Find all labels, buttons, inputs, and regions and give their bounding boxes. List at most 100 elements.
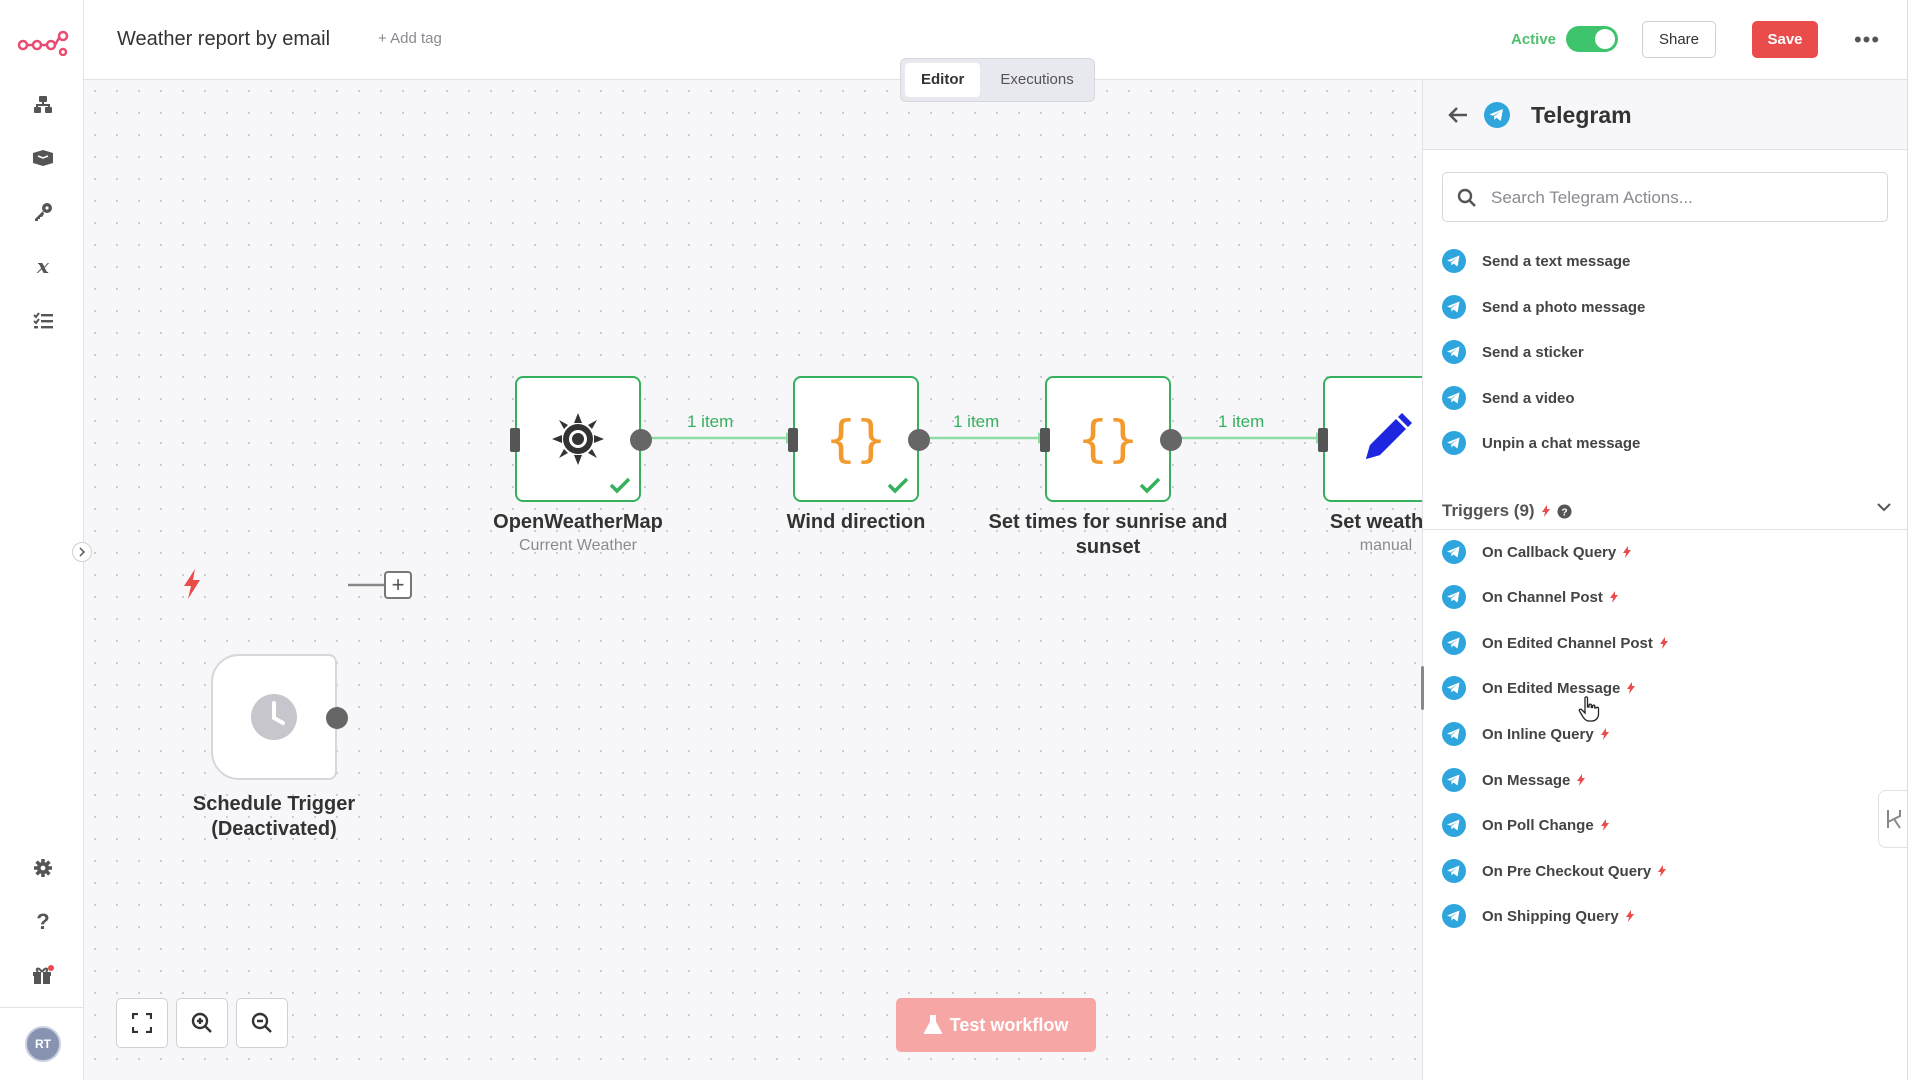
action-item[interactable]: Send a text message: [1442, 244, 1892, 278]
chevron-down-icon[interactable]: [1876, 502, 1892, 512]
edge-item-count: 1 item: [687, 412, 733, 432]
node-input-handle[interactable]: [788, 428, 798, 452]
add-tag-button[interactable]: + Add tag: [378, 30, 442, 47]
trigger-item[interactable]: On Edited Channel Post: [1442, 626, 1892, 660]
zoom-in-button[interactable]: [176, 998, 228, 1048]
node-input-handle[interactable]: [1318, 428, 1328, 452]
trigger-item[interactable]: On Channel Post: [1442, 580, 1892, 614]
whats-new-icon[interactable]: [30, 962, 56, 988]
test-workflow-button[interactable]: Test workflow: [896, 998, 1096, 1052]
node-wind-direction[interactable]: {}: [793, 376, 919, 502]
telegram-icon: [1442, 295, 1466, 319]
trigger-bolt-icon: [1625, 909, 1635, 923]
active-toggle[interactable]: [1566, 26, 1618, 52]
more-options-icon[interactable]: •••: [1852, 26, 1882, 54]
fit-view-icon: [132, 1013, 152, 1033]
trigger-item[interactable]: On Pre Checkout Query: [1442, 854, 1892, 888]
search-input[interactable]: [1491, 183, 1871, 213]
triggers-label: Triggers (9): [1442, 501, 1535, 521]
credentials-icon[interactable]: [30, 199, 56, 225]
telegram-icon: [1442, 585, 1466, 609]
executions-icon[interactable]: [30, 308, 56, 334]
action-item[interactable]: Send a sticker: [1442, 335, 1892, 369]
telegram-icon: [1442, 386, 1466, 410]
settings-icon[interactable]: [30, 855, 56, 881]
add-node-button[interactable]: +: [384, 571, 412, 599]
trigger-label: On Inline Query: [1482, 726, 1594, 743]
left-sidebar: x ? RT: [0, 0, 84, 1080]
trigger-label: On Edited Message: [1482, 680, 1620, 697]
workflow-title[interactable]: Weather report by email: [117, 28, 330, 51]
fit-view-button[interactable]: [116, 998, 168, 1048]
node-title: Wind direction: [736, 510, 976, 535]
action-item[interactable]: Send a video: [1442, 381, 1892, 415]
trigger-item[interactable]: On Message: [1442, 763, 1892, 797]
back-arrow-icon[interactable]: [1445, 102, 1471, 128]
edge-item-count: 1 item: [953, 412, 999, 432]
telegram-icon: [1442, 676, 1466, 700]
action-label: Send a text message: [1482, 253, 1630, 270]
trigger-item[interactable]: On Edited Message: [1442, 671, 1892, 705]
workflows-icon[interactable]: [30, 92, 56, 118]
chevron-right-icon: [78, 547, 86, 557]
action-item[interactable]: Unpin a chat message: [1442, 426, 1892, 460]
trigger-bolt-icon: [1659, 636, 1669, 650]
telegram-icon: [1442, 859, 1466, 883]
search-box[interactable]: [1442, 172, 1888, 222]
panel-resize-handle[interactable]: [1421, 666, 1424, 710]
node-input-handle[interactable]: [510, 428, 520, 452]
code-braces-icon: {}: [826, 410, 886, 468]
trigger-bolt-icon: [1622, 545, 1632, 559]
trigger-item[interactable]: On Poll Change: [1442, 808, 1892, 842]
trigger-label: On Message: [1482, 772, 1570, 789]
action-label: Send a sticker: [1482, 344, 1584, 361]
node-input-handle[interactable]: [1040, 428, 1050, 452]
search-icon: [1457, 188, 1477, 208]
n8n-logo[interactable]: [17, 28, 69, 56]
trigger-item[interactable]: On Callback Query: [1442, 535, 1892, 569]
node-output-handle[interactable]: [630, 429, 652, 451]
trigger-label: On Poll Change: [1482, 817, 1594, 834]
node-title: Set times for sunrise and sunset: [988, 510, 1228, 560]
help-icon[interactable]: ?: [30, 909, 56, 935]
node-set-weather[interactable]: [1323, 376, 1422, 502]
trigger-bolt-icon: [1609, 590, 1619, 604]
tab-editor[interactable]: Editor: [905, 63, 980, 97]
action-label: Send a video: [1482, 390, 1575, 407]
telegram-icon: [1442, 540, 1466, 564]
trigger-item[interactable]: On Inline Query: [1442, 717, 1892, 751]
tab-executions[interactable]: Executions: [984, 63, 1089, 97]
node-output-handle[interactable]: [908, 429, 930, 451]
trigger-bolt-icon: [1626, 681, 1636, 695]
sidebar-divider: [0, 1007, 84, 1008]
triggers-section-header[interactable]: Triggers (9) ?: [1442, 496, 1892, 526]
zoom-out-button[interactable]: [236, 998, 288, 1048]
help-circle-icon[interactable]: ?: [1557, 504, 1572, 519]
panel-side-tab[interactable]: [1878, 790, 1908, 848]
trigger-label: On Shipping Query: [1482, 908, 1619, 925]
expand-sidebar-button[interactable]: [72, 542, 92, 562]
user-avatar[interactable]: RT: [25, 1026, 61, 1062]
panel-header: Telegram: [1423, 80, 1908, 150]
share-button[interactable]: Share: [1642, 21, 1716, 58]
node-schedule-trigger[interactable]: [211, 654, 337, 780]
node-openweathermap[interactable]: [515, 376, 641, 502]
workflow-canvas[interactable]: 1 item 1 item 1 item OpenWeatherMap Curr…: [84, 80, 1422, 1080]
node-subtitle: manual: [1266, 537, 1422, 555]
node-title: Set weather: [1266, 510, 1422, 535]
trigger-item[interactable]: On Shipping Query: [1442, 899, 1892, 933]
trigger-bolt-icon: [1600, 818, 1610, 832]
telegram-icon: [1442, 340, 1466, 364]
action-item[interactable]: Send a photo message: [1442, 290, 1892, 324]
variables-icon[interactable]: x: [30, 253, 56, 279]
telegram-icon: [1442, 631, 1466, 655]
trigger-label: On Edited Channel Post: [1482, 635, 1653, 652]
trigger-label: On Channel Post: [1482, 589, 1603, 606]
node-output-handle[interactable]: [326, 707, 348, 729]
node-set-times[interactable]: {}: [1045, 376, 1171, 502]
toggle-knob: [1595, 29, 1615, 49]
node-output-handle[interactable]: [1160, 429, 1182, 451]
trigger-bolt-icon: [1576, 773, 1586, 787]
templates-icon[interactable]: [30, 145, 56, 171]
save-button[interactable]: Save: [1752, 21, 1818, 58]
